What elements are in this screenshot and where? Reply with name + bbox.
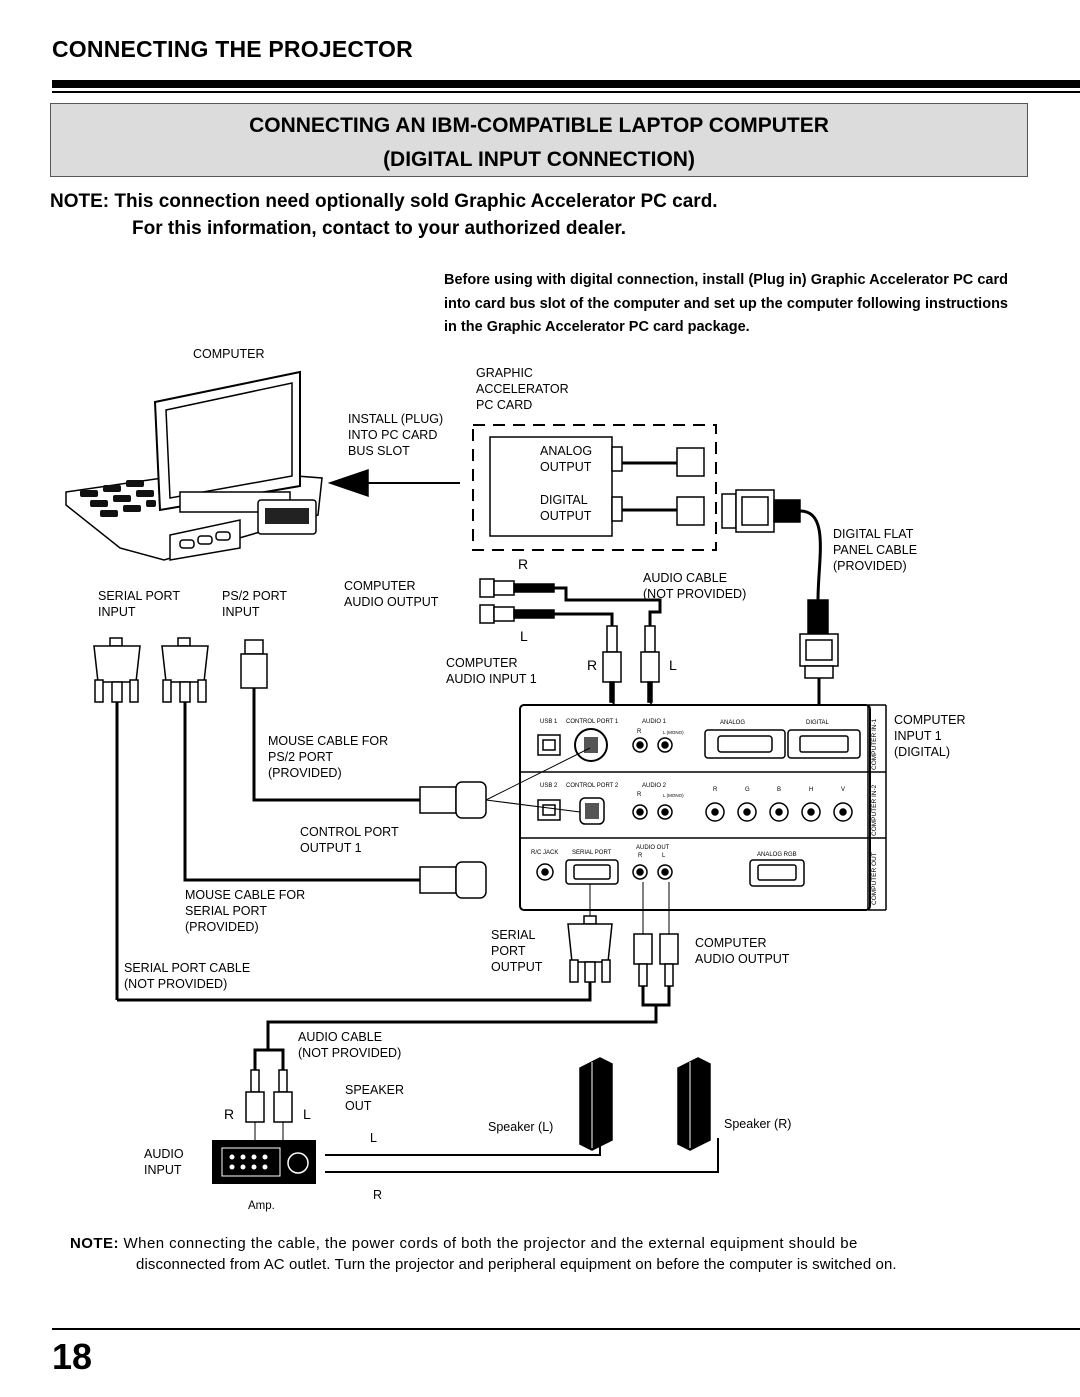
bottom-note-line1: When connecting the cable, the power cor… — [123, 1235, 858, 1252]
label-mouse-cable-ps2: MOUSE CABLE FOR PS/2 PORT (PROVIDED) — [268, 734, 389, 780]
panel-analog: ANALOG — [720, 720, 746, 726]
panel-l-3: L — [662, 853, 666, 859]
bottom-note-line2: disconnected from AC outlet. Turn the pr… — [136, 1256, 897, 1273]
page-number: 18 — [52, 1336, 93, 1377]
label-r-amp: R — [224, 1106, 235, 1122]
panel-side-out: COMPUTER OUT — [871, 852, 878, 905]
panel-rgb-g: G — [745, 787, 750, 793]
panel-rgb-b: B — [777, 787, 782, 793]
section-banner: CONNECTING AN IBM-COMPATIBLE LAPTOP COMP… — [50, 103, 1028, 177]
label-digital-output: DIGITAL OUTPUT — [540, 493, 592, 523]
label-audio-input: AUDIO INPUT — [144, 1147, 184, 1177]
panel-l-mono-2: L (MONO) — [663, 793, 684, 798]
label-speaker-l: Speaker (L) — [488, 1120, 554, 1134]
panel-side-in2: COMPUTER IN-2 — [871, 784, 878, 836]
label-l-mid: L — [669, 657, 677, 673]
footer-rule — [52, 1328, 1080, 1330]
label-install: INSTALL (PLUG) INTO PC CARD BUS SLOT — [348, 412, 444, 458]
label-serial-port-input: SERIAL PORT INPUT — [98, 589, 180, 619]
label-audio-cable: AUDIO CABLE (NOT PROVIDED) — [643, 571, 747, 601]
label-l-top: L — [520, 628, 528, 644]
label-speaker-out: SPEAKER OUT — [345, 1083, 405, 1113]
header-rule-thin — [52, 91, 1080, 93]
top-note: NOTE: This connection need optionally so… — [50, 188, 718, 242]
panel-rgb-r: R — [713, 787, 718, 793]
panel-digital: DIGITAL — [806, 720, 829, 726]
label-computer: COMPUTER — [193, 347, 265, 361]
laptop-illustration — [65, 370, 323, 561]
bottom-note-label: NOTE: — [70, 1235, 119, 1252]
header-rule — [52, 80, 1080, 88]
label-speaker-r: Speaker (R) — [724, 1117, 792, 1131]
rca-plug-l — [479, 604, 555, 624]
serial-plug-left — [93, 637, 141, 1000]
bottom-note: NOTE: When connecting the cable, the pow… — [70, 1233, 1015, 1275]
label-mouse-cable-serial: MOUSE CABLE FOR SERIAL PORT (PROVIDED) — [185, 888, 306, 934]
panel-rgb-v: V — [841, 787, 846, 793]
label-amp: Amp. — [248, 1200, 275, 1212]
label-digital-flat-cable: DIGITAL FLAT PANEL CABLE (PROVIDED) — [833, 527, 918, 573]
label-computer-input-1: COMPUTER INPUT 1 (DIGITAL) — [894, 713, 966, 759]
label-audio-cable-2: AUDIO CABLE (NOT PROVIDED) — [298, 1030, 402, 1060]
rca-plug-r — [479, 578, 555, 598]
top-note-line1: NOTE: This connection need optionally so… — [50, 191, 718, 212]
panel-r-1: R — [637, 729, 642, 735]
label-r-mid: R — [587, 657, 598, 673]
panel-control-port-2: CONTROL PORT 2 — [566, 783, 619, 789]
label-l-speaker-line: L — [370, 1131, 377, 1145]
label-r-top: R — [518, 556, 529, 572]
label-graphic-card: GRAPHIC ACCELERATOR PC CARD — [476, 366, 569, 412]
label-ps2-port-input: PS/2 PORT INPUT — [222, 589, 288, 619]
label-analog-output: ANALOG OUTPUT — [540, 444, 593, 474]
panel-audio-1: AUDIO 1 — [642, 719, 667, 725]
label-computer-audio-input-1: COMPUTER AUDIO INPUT 1 — [446, 656, 537, 686]
panel-analog-rgb: ANALOG RGB — [757, 852, 797, 858]
panel-audio-out: AUDIO OUT — [636, 845, 670, 851]
label-r-speaker-line: R — [373, 1188, 383, 1202]
instructions-paragraph: Before using with digital connection, in… — [444, 272, 1008, 335]
panel-r-3: R — [638, 853, 643, 859]
label-computer-audio-output-2: COMPUTER AUDIO OUTPUT — [695, 936, 790, 966]
label-computer-audio-output: COMPUTER AUDIO OUTPUT — [344, 579, 439, 609]
panel-usb2: USB 2 — [540, 783, 558, 789]
serial-plug-ps2 — [161, 637, 420, 882]
label-l-amp: L — [303, 1106, 311, 1122]
panel-serial-port: SERIAL PORT — [572, 850, 612, 856]
panel-side-in1: COMPUTER IN-1 — [871, 718, 878, 770]
panel-audio-2: AUDIO 2 — [642, 783, 667, 789]
panel-rgb-h: H — [809, 787, 814, 793]
panel-control-port-1: CONTROL PORT 1 — [566, 719, 619, 725]
top-note-line2: For this information, contact to your au… — [132, 218, 627, 239]
section-title-line2: (DIGITAL INPUT CONNECTION) — [383, 148, 695, 171]
panel-rc-jack: R/C JACK — [531, 850, 559, 856]
label-control-port-output: CONTROL PORT OUTPUT 1 — [300, 825, 399, 855]
panel-l-mono-1: L (MONO) — [663, 730, 684, 735]
label-serial-port-cable: SERIAL PORT CABLE (NOT PROVIDED) — [124, 961, 251, 991]
ps2-plug — [240, 639, 420, 802]
page-title: CONNECTING THE PROJECTOR — [52, 36, 413, 62]
section-title-line1: CONNECTING AN IBM-COMPATIBLE LAPTOP COMP… — [249, 114, 829, 137]
panel-usb1: USB 1 — [540, 719, 558, 725]
label-serial-port-output: SERIAL PORT OUTPUT — [491, 928, 543, 974]
panel-r-2: R — [637, 792, 642, 798]
